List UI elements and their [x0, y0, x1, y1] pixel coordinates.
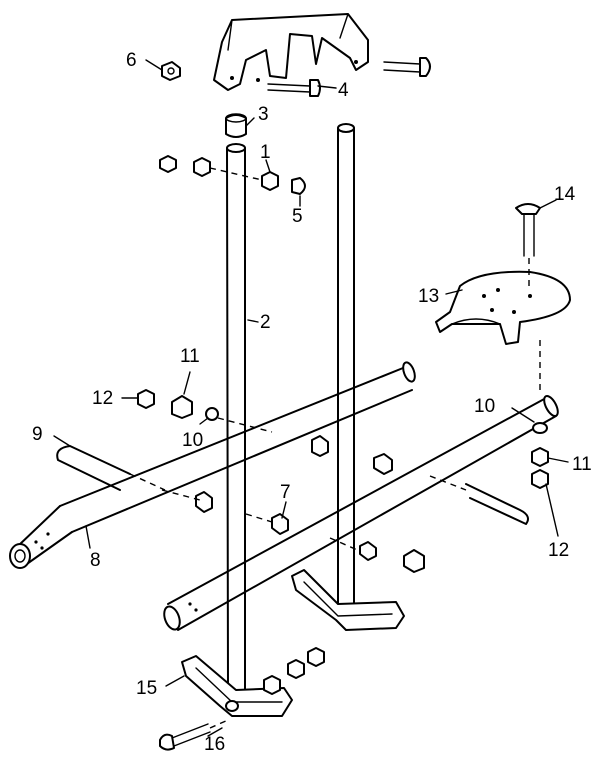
- hardware-top-left: [159, 155, 306, 195]
- callout-3: 3: [258, 104, 269, 125]
- callout-11: 11: [180, 346, 200, 367]
- foot-bracket-rear: [291, 569, 405, 631]
- right-post: [337, 123, 355, 605]
- callout-8: 8: [90, 550, 101, 571]
- front-cross-tube: [167, 395, 559, 631]
- rear-cross-tube: [59, 361, 416, 533]
- callout-5: 5: [292, 206, 303, 227]
- callout-7: 7: [280, 482, 291, 503]
- callout-12: 12: [92, 388, 113, 409]
- u-bolt-right: [429, 475, 529, 525]
- bolt-14: [515, 203, 541, 286]
- callout-11-right: 11: [572, 454, 592, 475]
- bolt-upper-right: [383, 57, 431, 77]
- callout-10: 10: [182, 430, 203, 451]
- foot-bracket-15: [181, 655, 293, 717]
- top-bracket: [213, 13, 369, 91]
- nut-6: [161, 61, 181, 81]
- callout-9: 9: [32, 424, 43, 445]
- u-bolt-9: [56, 445, 166, 491]
- cap-3: [225, 113, 247, 138]
- callout-16: 16: [204, 734, 225, 755]
- callout-15: 15: [136, 678, 157, 699]
- tube-end-8: [9, 505, 73, 569]
- seat-13: [435, 270, 571, 394]
- callout-2: 2: [260, 312, 271, 333]
- tube-end-front: [163, 602, 198, 631]
- callout-4: 4: [338, 80, 349, 101]
- bolt-4: [267, 79, 321, 97]
- callout-14: 14: [554, 184, 576, 205]
- callout-1: 1: [260, 142, 271, 163]
- left-post: [226, 143, 246, 691]
- hardware-foot: [263, 647, 325, 695]
- callout-13: 13: [418, 286, 439, 307]
- hardware-crossbar: [161, 435, 393, 535]
- hardware-mid-left: [137, 389, 273, 433]
- callout-10-right: 10: [474, 396, 495, 417]
- leader-lines: [53, 59, 569, 737]
- hardware-right-column: [531, 422, 549, 489]
- hardware-lower-right: [329, 537, 425, 573]
- callout-6: 6: [126, 50, 137, 71]
- callout-12-right: 12: [548, 540, 569, 561]
- callout-labels: 6 4 3 1 5 2 14 13 11 12 10 9 10 11 7 8 1…: [32, 50, 592, 755]
- bolt-16: [159, 719, 229, 751]
